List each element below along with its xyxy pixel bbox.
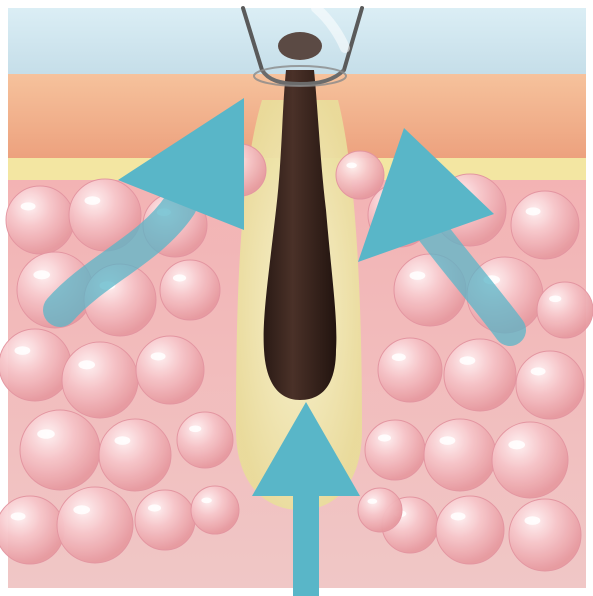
cell-highlight — [526, 207, 541, 215]
cell-highlight — [459, 356, 475, 365]
cell-bubble — [177, 412, 233, 468]
cell-bubble — [358, 488, 402, 532]
cell-highlight — [189, 425, 201, 432]
cell-highlight — [73, 505, 90, 514]
cell-highlight — [524, 516, 540, 525]
cell-bubble — [0, 496, 64, 564]
cell-bubble — [20, 410, 100, 490]
cell-highlight — [201, 498, 212, 504]
follicle-cap — [278, 32, 322, 60]
cell-highlight — [508, 440, 525, 449]
cell-bubble — [509, 499, 581, 571]
cell-highlight — [21, 202, 36, 210]
cell-highlight — [11, 512, 26, 520]
cell-bubble — [492, 422, 568, 498]
cell-highlight — [346, 163, 357, 169]
cell-bubble — [0, 329, 71, 401]
cell-bubble — [365, 420, 425, 480]
cell-highlight — [173, 274, 186, 281]
cell-bubble — [57, 487, 133, 563]
cell-highlight — [451, 512, 466, 520]
cell-highlight — [151, 352, 166, 360]
cell-bubble — [336, 151, 384, 199]
cell-bubble — [136, 336, 204, 404]
cell-bubble — [62, 342, 138, 418]
cell-highlight — [78, 360, 95, 369]
cell-highlight — [392, 353, 406, 361]
cell-highlight — [367, 499, 377, 504]
cell-bubble — [511, 191, 579, 259]
cell-bubble — [424, 419, 496, 491]
cell-highlight — [439, 436, 455, 445]
cell-highlight — [14, 346, 30, 355]
cell-bubble — [444, 339, 516, 411]
cell-highlight — [84, 196, 100, 205]
cell-highlight — [378, 434, 391, 441]
cell-bubble — [378, 338, 442, 402]
cell-bubble — [191, 486, 239, 534]
cell-highlight — [37, 429, 55, 439]
cell-highlight — [33, 270, 50, 279]
cell-highlight — [409, 271, 425, 280]
cell-bubble — [135, 490, 195, 550]
cell-bubble — [6, 186, 74, 254]
cell-bubble — [537, 282, 593, 338]
cell-highlight — [114, 436, 130, 445]
cell-bubble — [99, 419, 171, 491]
cell-highlight — [148, 504, 161, 511]
cell-highlight — [549, 295, 561, 302]
cell-bubble — [160, 260, 220, 320]
cell-highlight — [531, 367, 546, 375]
cell-bubble — [516, 351, 584, 419]
cell-bubble — [436, 496, 504, 564]
